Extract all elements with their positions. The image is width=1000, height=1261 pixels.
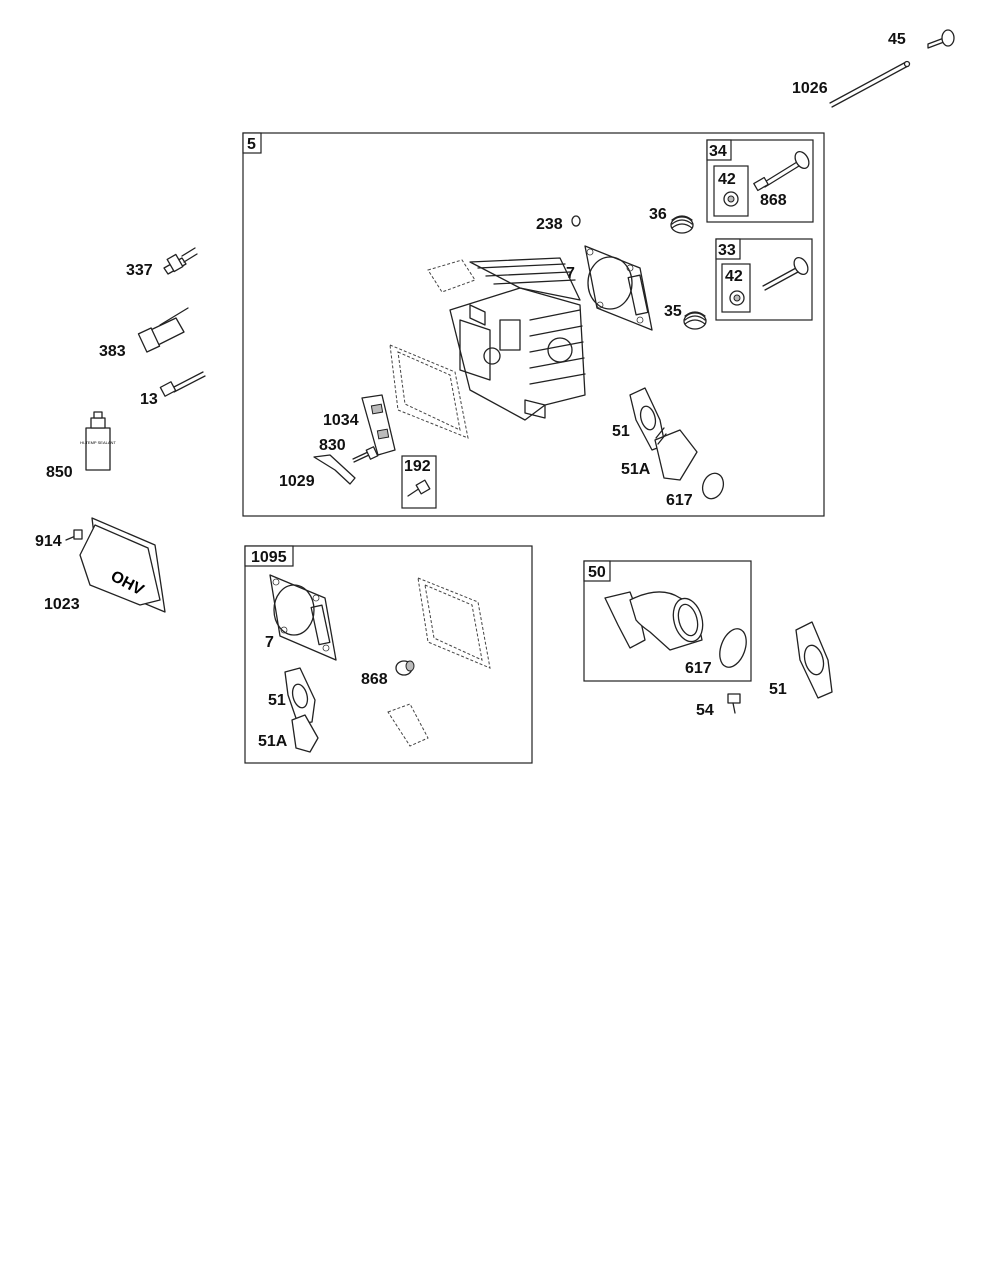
callout-850: 850 xyxy=(46,464,73,481)
box-42a-frame xyxy=(713,165,749,217)
callout-1026: 1026 xyxy=(792,80,828,97)
callout-868-gasket-set: 868 xyxy=(361,671,388,688)
part-33-intake-valve xyxy=(762,256,809,291)
box-34-tab xyxy=(706,139,732,161)
box-1095-frame xyxy=(244,545,533,764)
callout-35: 35 xyxy=(664,303,682,320)
part-192-screw xyxy=(407,479,431,497)
part-914-screw xyxy=(65,529,83,541)
box-50-frame xyxy=(583,560,752,682)
callout-1023: 1023 xyxy=(44,596,80,613)
part-7-head-gasket xyxy=(584,245,653,331)
part-51A-gasket-set xyxy=(291,714,319,753)
part-5-cylinder-head xyxy=(427,257,586,421)
tube-label-text: HI-TEMP SEALANT xyxy=(80,440,116,445)
callout-914: 914 xyxy=(35,533,62,550)
callout-51-box5: 51 xyxy=(612,423,630,440)
callout-1029: 1029 xyxy=(279,473,315,490)
part-337-spark-plug xyxy=(163,247,198,275)
part-34-exhaust-valve xyxy=(753,150,810,192)
callout-51A-box5: 51A xyxy=(621,461,651,478)
part-1034-breather-plate xyxy=(361,394,396,456)
box-34-label: 34 xyxy=(709,143,727,160)
callout-830: 830 xyxy=(319,437,346,454)
part-850-sealant-tube: HI-TEMP SEALANT xyxy=(80,411,116,471)
part-rocker-gasket-set xyxy=(417,577,491,669)
callout-54: 54 xyxy=(696,702,714,719)
callout-1034: 1034 xyxy=(323,412,359,429)
part-36-valve-spring xyxy=(670,215,694,234)
box-1095-tab xyxy=(244,545,294,567)
box-50-label: 50 xyxy=(588,564,606,581)
callout-337: 337 xyxy=(126,262,153,279)
box-5-label: 5 xyxy=(247,136,256,153)
callout-617-box5: 617 xyxy=(666,492,693,509)
part-7-head-gasket-set xyxy=(269,574,337,661)
callout-7-head-gasket: 7 xyxy=(566,265,575,282)
part-51-gasket-set xyxy=(284,667,316,725)
box-192-label: 192 xyxy=(404,458,431,475)
callout-51-gasket-set: 51 xyxy=(268,692,286,709)
callout-13: 13 xyxy=(140,391,158,408)
part-rocker-gasket-set-inner xyxy=(424,584,483,661)
box-42b-frame xyxy=(721,263,751,313)
part-42-valve-keeper-intake xyxy=(729,290,745,306)
callout-868-valve-seal: 868 xyxy=(760,192,787,209)
part-617-o-ring-box50 xyxy=(719,628,747,668)
callout-617-box50: 617 xyxy=(685,660,712,677)
part-1026-push-rod xyxy=(829,60,911,108)
box-33-label: 33 xyxy=(718,242,736,259)
box-42b-label: 42 xyxy=(725,268,743,285)
part-45-pin xyxy=(927,29,955,49)
callout-51A-gasket-set: 51A xyxy=(258,733,288,750)
part-1029-breather-tube xyxy=(313,454,356,485)
box-33-tab xyxy=(715,238,741,260)
part-gasket-set-small-outline xyxy=(387,703,429,747)
box-192-frame xyxy=(401,455,437,509)
part-13-bolt xyxy=(159,371,206,397)
part-1023-valve-cover: OHV xyxy=(79,517,166,613)
part-51-intake-gasket-outside xyxy=(795,621,833,699)
box-5-frame xyxy=(242,132,825,517)
part-868-valve-seal xyxy=(395,660,415,676)
box-1095-label: 1095 xyxy=(251,549,287,566)
part-238-plug xyxy=(571,215,581,227)
part-rocker-gasket-outline xyxy=(389,344,469,439)
box-34-frame xyxy=(706,139,814,223)
box-33-frame xyxy=(715,238,813,321)
callout-7-gasket-set: 7 xyxy=(265,634,274,651)
part-830-screw xyxy=(352,446,379,463)
callout-238: 238 xyxy=(536,216,563,233)
part-rocker-gasket-inner xyxy=(397,351,461,431)
callout-51-outside: 51 xyxy=(769,681,787,698)
part-383-ignition-armature xyxy=(137,307,189,353)
box-42a-label: 42 xyxy=(718,171,736,188)
box-50-tab xyxy=(583,560,611,582)
part-54-screw xyxy=(727,693,741,714)
callout-383: 383 xyxy=(99,343,126,360)
part-617-o-ring xyxy=(701,472,725,500)
part-42-valve-keeper xyxy=(723,191,739,207)
box-5-tab xyxy=(242,132,262,154)
part-35-valve-spring xyxy=(683,311,707,330)
callout-45: 45 xyxy=(888,31,906,48)
part-51A-heat-shield xyxy=(654,427,698,481)
part-50-intake-manifold xyxy=(604,591,704,651)
callout-36: 36 xyxy=(649,206,667,223)
